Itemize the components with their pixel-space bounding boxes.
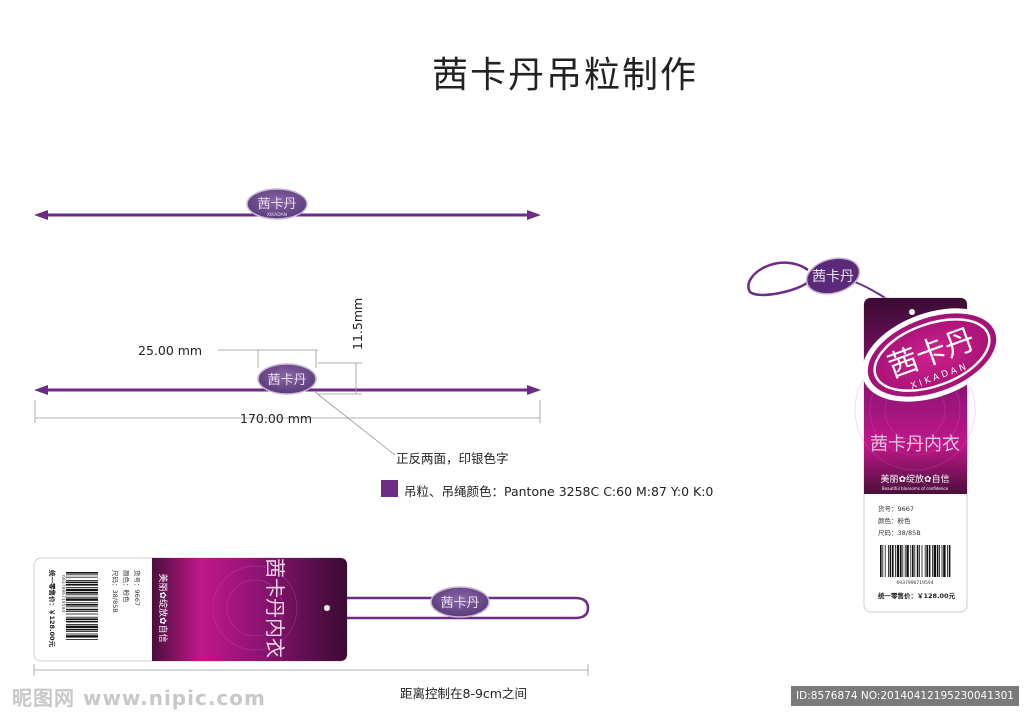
barcode-horizontal-tag bbox=[66, 572, 98, 640]
svg-text:颜色：粉色: 颜色：粉色 bbox=[878, 516, 911, 525]
svg-text:尺码：38/85B: 尺码：38/85B bbox=[111, 570, 119, 613]
image-id-badge: ID:8576874 NO:20140412195230041301 bbox=[791, 686, 1019, 706]
barcode-bar bbox=[66, 628, 98, 631]
barcode-bar bbox=[66, 581, 98, 584]
oval-bead-dimensioned: 茜卡丹 bbox=[257, 363, 317, 395]
barcode-bar bbox=[943, 545, 946, 577]
barcode-bar bbox=[66, 598, 98, 601]
barcode-bar bbox=[904, 545, 906, 577]
barcode-bar bbox=[884, 545, 886, 577]
barcode-bar bbox=[66, 616, 98, 618]
barcode-bar bbox=[66, 604, 98, 606]
distance-note: 距离控制在8-9cm之间 bbox=[400, 686, 527, 701]
barcode-bar bbox=[933, 545, 936, 577]
barcode-bar bbox=[896, 545, 900, 577]
barcode-bar bbox=[900, 545, 902, 577]
svg-text:货号：9667: 货号：9667 bbox=[878, 504, 914, 513]
barcode-bar bbox=[932, 545, 933, 577]
svg-text:Beautiful blossoms of confiden: Beautiful blossoms of confidence bbox=[882, 486, 949, 491]
barcode-bar bbox=[66, 620, 98, 623]
barcode-bar bbox=[66, 613, 98, 615]
barcode-bar bbox=[941, 545, 943, 577]
page-title: 茜卡丹吊粒制作 bbox=[431, 55, 698, 96]
barcode-bar bbox=[66, 587, 98, 588]
barcode-bar bbox=[66, 584, 98, 586]
barcode-bar bbox=[947, 545, 948, 577]
barcode-bar bbox=[888, 545, 889, 577]
barcode-bar bbox=[66, 574, 98, 576]
barcode-bar bbox=[66, 594, 98, 596]
barcode-bar bbox=[66, 611, 98, 612]
barcode-bar bbox=[66, 618, 98, 620]
barcode-bar bbox=[66, 580, 98, 581]
barcode-bar bbox=[902, 545, 904, 577]
dimension-lines bbox=[34, 349, 541, 456]
oval-bead-top: 茜卡丹 XIKADAN bbox=[246, 188, 308, 220]
barcode-bar bbox=[912, 545, 914, 577]
barcode-bar bbox=[66, 572, 98, 574]
svg-text:茜卡丹: 茜卡丹 bbox=[440, 596, 479, 611]
barcode-bar bbox=[66, 592, 98, 594]
barcode-bar bbox=[66, 608, 98, 611]
barcode-bar bbox=[924, 545, 926, 577]
barcode-bar bbox=[919, 545, 920, 577]
barcode-bar bbox=[66, 635, 98, 638]
barcode-bar bbox=[66, 602, 98, 604]
watermark-text: 昵图网 www.nipic.com bbox=[12, 686, 266, 710]
barcode-bar bbox=[921, 545, 923, 577]
barcode-bar bbox=[66, 625, 98, 628]
barcode-bar bbox=[66, 576, 98, 578]
pantone-color-swatch bbox=[381, 480, 398, 497]
barcode-bar bbox=[926, 545, 928, 577]
barcode-bar bbox=[906, 545, 909, 577]
svg-text:茜卡丹: 茜卡丹 bbox=[812, 269, 854, 285]
barcode-bar bbox=[889, 545, 892, 577]
svg-text:美丽✿绽放✿自信: 美丽✿绽放✿自信 bbox=[157, 573, 169, 642]
svg-text:统一零售价：￥128.00元: 统一零售价：￥128.00元 bbox=[48, 570, 57, 648]
svg-text:6937996719594: 6937996719594 bbox=[896, 580, 933, 586]
svg-text:XIKADAN: XIKADAN bbox=[267, 212, 287, 218]
big-oval-logo: 茜卡丹 XIKADAN bbox=[861, 308, 1003, 402]
barcode-bar bbox=[916, 545, 919, 577]
svg-text:6937996719594: 6937996719594 bbox=[60, 575, 66, 612]
barcode-bar bbox=[66, 596, 98, 598]
barcode-bar bbox=[939, 545, 940, 577]
barcode-bar bbox=[66, 606, 98, 608]
barcode-bar bbox=[928, 545, 931, 577]
svg-text:茜卡丹: 茜卡丹 bbox=[267, 373, 306, 388]
svg-text:美丽✿绽放✿自信: 美丽✿绽放✿自信 bbox=[880, 473, 949, 485]
barcode-bar bbox=[936, 545, 939, 577]
oval-width-label: 25.00 mm bbox=[138, 343, 203, 358]
barcode-bar bbox=[895, 545, 896, 577]
svg-text:茜卡丹内衣: 茜卡丹内衣 bbox=[263, 558, 287, 658]
barcode-bar bbox=[66, 633, 98, 635]
oval-height-label: 11.5mm bbox=[350, 297, 365, 350]
svg-text:颜色：粉色: 颜色：粉色 bbox=[122, 570, 131, 603]
barcode-bar bbox=[880, 545, 882, 577]
color-note: 吊粒、吊绳颜色：Pantone 3258C C:60 M:87 Y:0 K:0 bbox=[404, 484, 714, 499]
barcode-bar bbox=[910, 545, 912, 577]
barcode-bar bbox=[914, 545, 916, 577]
barcode-bar bbox=[882, 545, 884, 577]
svg-text:茜卡丹内衣: 茜卡丹内衣 bbox=[870, 434, 960, 455]
svg-text:统一零售价：￥128.00元: 统一零售价：￥128.00元 bbox=[878, 591, 956, 600]
barcode-bar bbox=[948, 545, 951, 577]
barcode-bar bbox=[66, 639, 98, 640]
svg-text:尺码：38/85B: 尺码：38/85B bbox=[878, 529, 921, 537]
barcode-bar bbox=[66, 588, 98, 592]
length-label: 170.00 mm bbox=[240, 411, 313, 426]
hang-tag-vertical: 茜卡丹 茜卡丹内衣 美丽✿绽放✿自信 Beautiful blossoms of… bbox=[747, 257, 1003, 613]
svg-text:茜卡丹: 茜卡丹 bbox=[257, 197, 296, 212]
barcode-vertical-tag bbox=[880, 545, 951, 577]
hang-tag-horizontal: 茜卡丹内衣 美丽✿绽放✿自信 货号：9667 颜色：粉色 尺码：38/85B 6… bbox=[33, 557, 590, 676]
barcode-bar bbox=[892, 545, 894, 577]
barcode-bar bbox=[66, 631, 98, 632]
barcode-bar bbox=[66, 624, 98, 625]
svg-text:货号：9667: 货号：9667 bbox=[133, 570, 142, 606]
print-note: 正反两面，印银色字 bbox=[396, 451, 509, 466]
